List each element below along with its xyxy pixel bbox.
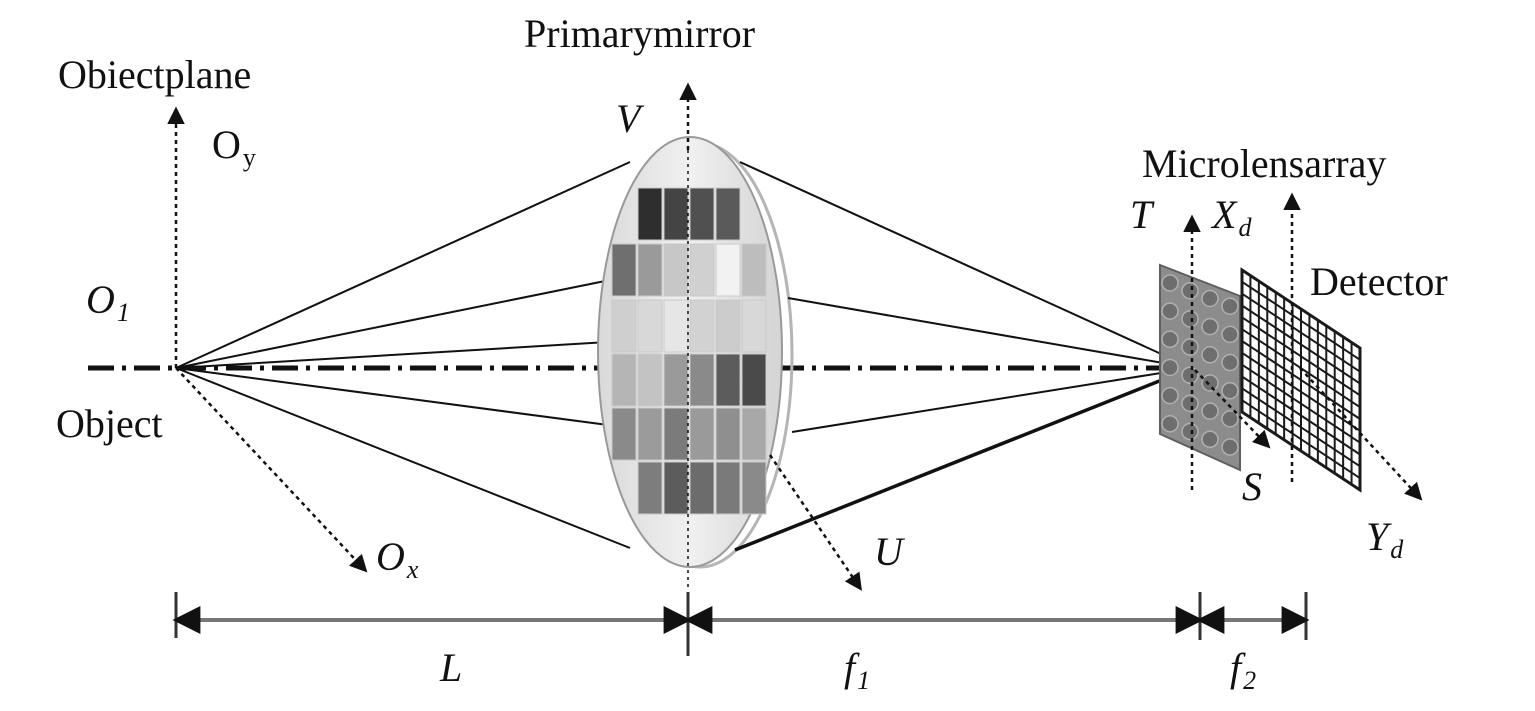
lens-pixel [689,243,715,297]
microlens-cell [1201,430,1219,449]
lens-pixel [715,353,741,407]
detector-row-line [1241,399,1361,480]
yd-axis-label: Yd [1366,514,1404,564]
primary-mirror-label: Primarymirror [524,11,755,56]
distance-f2-label: f2 [1230,645,1256,695]
ox-axis-line [175,367,368,573]
microlens-array [1159,263,1241,472]
xd-axis-label: Xd [1210,192,1252,242]
lens-pixel [663,187,689,241]
lens-pixel [741,461,767,515]
s-axis-line [1194,369,1271,449]
microlens-cell [1201,346,1219,364]
lens-pixel [663,243,689,297]
u-axis-line [768,454,862,591]
detector-row-line [1241,387,1361,468]
detector-row-line [1241,375,1361,456]
microlens-cell [1181,422,1199,441]
dimension-lines [172,592,1310,656]
image-rays [734,161,1299,552]
lens-pixel [611,299,637,353]
lens-pixel [637,243,663,297]
microlens-cell [1161,386,1179,405]
distance-l-label: L [439,645,462,690]
lens-pixel [689,407,715,461]
lens-pixel [663,299,689,353]
microlens-cell [1181,338,1199,356]
lens-pixel [741,243,767,297]
detector-row-line [1241,292,1361,373]
lens-pixel [741,299,767,353]
detector-grid [1240,267,1362,493]
detector-row-line [1241,280,1361,361]
microlens-cell [1221,297,1239,315]
microlens-array-label: Microlensarray [1142,141,1386,186]
detector-row-line [1241,363,1361,444]
yd-axis-line [1299,367,1423,501]
microlens-cell [1181,394,1199,413]
microlens-cell [1161,330,1179,349]
lens-pixel [663,407,689,461]
microlens-cell [1181,281,1199,300]
microlens-cell [1221,438,1239,456]
lens-pixel [689,353,715,407]
ox-axis-label: Ox [376,534,419,584]
microlens-cell [1221,410,1239,428]
lens-pixel [637,187,663,241]
microlens-cell [1201,374,1219,392]
detector-row-line [1241,351,1361,432]
object-label: Object [56,401,163,446]
microlens-cell [1201,402,1219,420]
lens-pixel [637,299,663,353]
distance-f1-label: f1 [844,645,870,695]
lens-pixel [663,461,689,515]
microlens-cell [1161,274,1179,292]
lens-pixel [663,353,689,407]
microlens-cell [1201,317,1219,336]
lens-pixel [637,461,663,515]
detector-row-line [1241,316,1361,397]
v-axis-label: V [616,96,645,141]
s-axis-label: S [1242,464,1262,509]
microlens-cell [1221,353,1239,372]
microlens-cell [1181,366,1199,384]
u-axis-label: U [874,529,906,574]
lens-pixel [611,353,637,407]
lens-pixel [715,299,741,353]
object-rays [175,161,631,549]
lens-pixel [715,243,741,297]
detector-row-line [1241,340,1361,420]
lens-pixel [741,353,767,407]
lens-pixel [715,461,741,515]
microlens-cell [1181,310,1199,328]
microlens-cell [1221,325,1239,344]
microlens-cell [1201,289,1219,308]
object-plane-label: Obiectplane [58,52,251,97]
lens-pixel [715,187,741,241]
lens-pixel [637,353,663,407]
lens-pixel [689,187,715,241]
lens-pixel [689,299,715,353]
detector-row-line [1241,304,1361,385]
lens-pixel [741,407,767,461]
microlens-cell [1221,381,1239,400]
o1-point-label: O1 [86,277,130,327]
microlens-cell [1161,358,1179,377]
oy-axis-label: Oy [212,122,256,172]
lens-pixel [689,461,715,515]
microlens-cell [1161,302,1179,320]
detector-label: Detector [1310,259,1448,304]
lens-pixel-grid [611,187,767,515]
lens-pixel [611,407,637,461]
t-axis-label: T [1130,192,1155,237]
lens-pixel [715,407,741,461]
lens-pixel [611,243,637,297]
lens-pixel [637,407,663,461]
microlens-cell [1161,415,1179,433]
